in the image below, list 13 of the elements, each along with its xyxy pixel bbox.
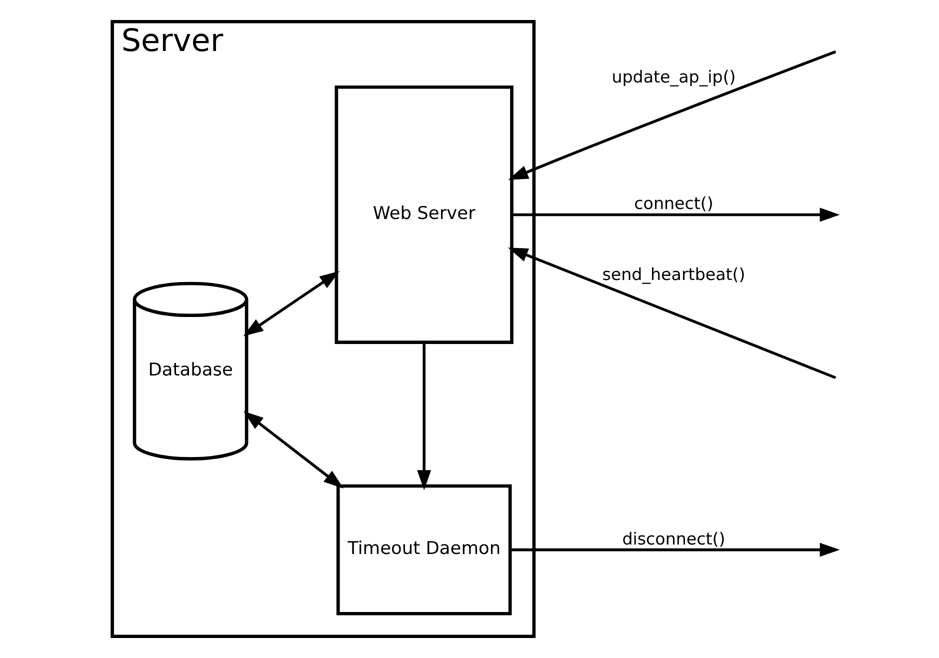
arrow <box>242 271 340 336</box>
arrow <box>510 542 840 557</box>
arrow <box>242 411 344 488</box>
node-box: Web Server <box>334 85 513 344</box>
edge-label: send_heartbeat() <box>602 265 745 284</box>
arrow <box>511 208 840 222</box>
edge-label: update_ap_ip() <box>611 68 736 87</box>
arrow <box>416 342 431 490</box>
edge-label: connect() <box>634 194 713 214</box>
arrow <box>507 248 836 380</box>
node-box: Timeout Daemon <box>336 484 512 616</box>
arrow <box>508 50 836 180</box>
edge-label: disconnect() <box>622 529 725 548</box>
